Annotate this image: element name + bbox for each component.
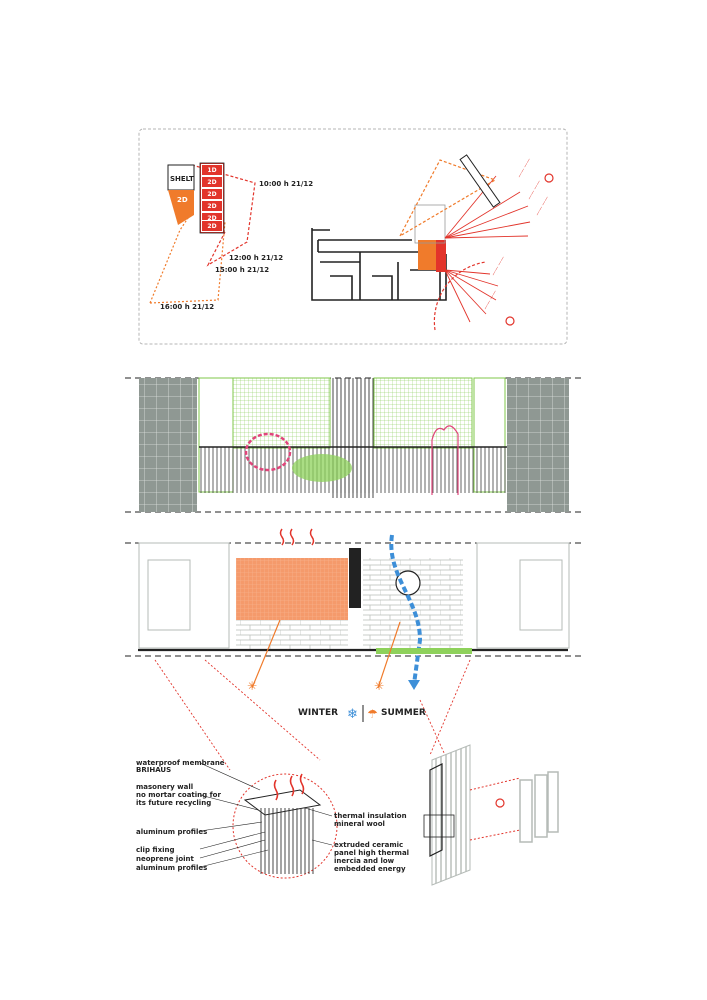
tower-floor: 2D xyxy=(201,188,223,200)
construction-detail xyxy=(154,659,559,886)
shading-arc-lower xyxy=(433,261,487,331)
facade-axonometric xyxy=(423,744,559,886)
tower-floor: 1D xyxy=(201,164,223,176)
site-plan-frame xyxy=(138,128,568,345)
floor-plan xyxy=(311,228,447,301)
sun-rays-lower xyxy=(444,269,499,323)
svg-text:—— ——: —— —— xyxy=(527,179,543,201)
unit-room-right xyxy=(476,542,570,649)
sun-path-lines xyxy=(149,211,193,304)
sun-icon: ✳ xyxy=(374,679,384,693)
svg-text:—— ——: —— —— xyxy=(535,195,551,217)
detail-label: its future recycling xyxy=(136,799,212,807)
green-mesh-right xyxy=(373,377,473,449)
louvre-extension xyxy=(414,204,446,244)
bed-right xyxy=(519,559,563,631)
ceramic-panel-right xyxy=(507,378,569,512)
brick-wall-left xyxy=(236,620,348,650)
green-threshold xyxy=(376,648,472,654)
sun-path-lines xyxy=(149,221,226,304)
sun-time-label: 16:00 h 21/12 xyxy=(160,303,215,311)
ceramic-panel-left xyxy=(139,378,197,512)
summer-airflow-arrow xyxy=(389,534,423,685)
shelt-block xyxy=(167,164,195,191)
section-plan: ✳ ✳ xyxy=(125,528,585,693)
snowflake-icon: ❄ xyxy=(347,707,358,722)
tower-floor: 2D xyxy=(201,220,223,232)
summer-sun-ray xyxy=(377,621,401,689)
sun-shadow-outline xyxy=(191,164,256,267)
sunroom-red xyxy=(436,240,446,272)
central-column-plan xyxy=(349,548,361,608)
detail-label: mineral wool xyxy=(334,820,385,828)
winter-sunspace xyxy=(236,558,348,620)
detail-label: waterproof membrane xyxy=(136,759,225,767)
balcony-railing xyxy=(199,447,507,493)
svg-text:—— ——: —— —— xyxy=(517,157,533,179)
sun-time-label: 12:00 h 21/12 xyxy=(229,254,284,262)
sun-icon: ✳ xyxy=(247,679,257,693)
block-2d-shape xyxy=(168,190,194,225)
sun-umbrella-icon: ☂ xyxy=(367,707,378,721)
site-plan-panel: —— —— —— —— —— —— —— —— —— —— xyxy=(138,128,568,345)
block-2d-label: 2D xyxy=(177,196,188,204)
legend-winter: WINTER xyxy=(298,708,339,718)
sun-screen-panel xyxy=(459,154,501,208)
detail-label: extruded ceramic xyxy=(334,841,404,849)
facade-elevation xyxy=(125,377,585,513)
pink-plant xyxy=(244,432,292,472)
people-figures xyxy=(431,425,459,495)
shelt-label: SHELT xyxy=(170,175,194,183)
heat-waves xyxy=(273,773,305,801)
airflow-arrow-head xyxy=(408,680,420,690)
green-plant xyxy=(292,454,352,482)
legend-summer: SUMMER xyxy=(381,708,426,718)
sun-time-label: 15:00 h 21/12 xyxy=(215,266,270,274)
svg-text:—— ——: —— —— xyxy=(483,289,499,311)
detail-label: clip fixing xyxy=(136,846,175,854)
detail-label: inercia and low xyxy=(334,857,395,865)
sun-icon xyxy=(495,798,505,808)
heat-waves xyxy=(279,528,315,546)
detail-label: aluminum profiles xyxy=(136,828,208,836)
tower-floor: 2D xyxy=(201,200,223,212)
ceramic-cladding-detail xyxy=(258,808,316,874)
detail-label: panel high thermal xyxy=(334,849,410,857)
sun-icon xyxy=(544,173,554,183)
green-mesh-left xyxy=(232,377,331,449)
detail-label: thermal insulation xyxy=(334,812,407,820)
leader-lines xyxy=(199,762,333,868)
detail-label: BRIHAUS xyxy=(136,766,172,774)
svg-text:—— ——: —— —— xyxy=(491,255,507,277)
sunroom-highlight xyxy=(418,240,436,270)
detail-label: embedded energy xyxy=(334,865,406,873)
tower-floor: 2D xyxy=(201,176,223,188)
winter-sun-ray xyxy=(251,619,281,689)
unit-room-left xyxy=(138,542,230,649)
detail-label: no mortar coating for xyxy=(136,791,221,799)
detail-magnifier xyxy=(232,773,338,879)
detail-label: neoprene joint xyxy=(136,855,194,863)
detail-label: aluminum profiles xyxy=(136,864,208,872)
detail-label: masonery wall xyxy=(136,783,194,791)
bed-left xyxy=(147,559,191,631)
sun-time-label: 10:00 h 21/12 xyxy=(259,180,314,188)
sun-icon xyxy=(505,316,515,326)
